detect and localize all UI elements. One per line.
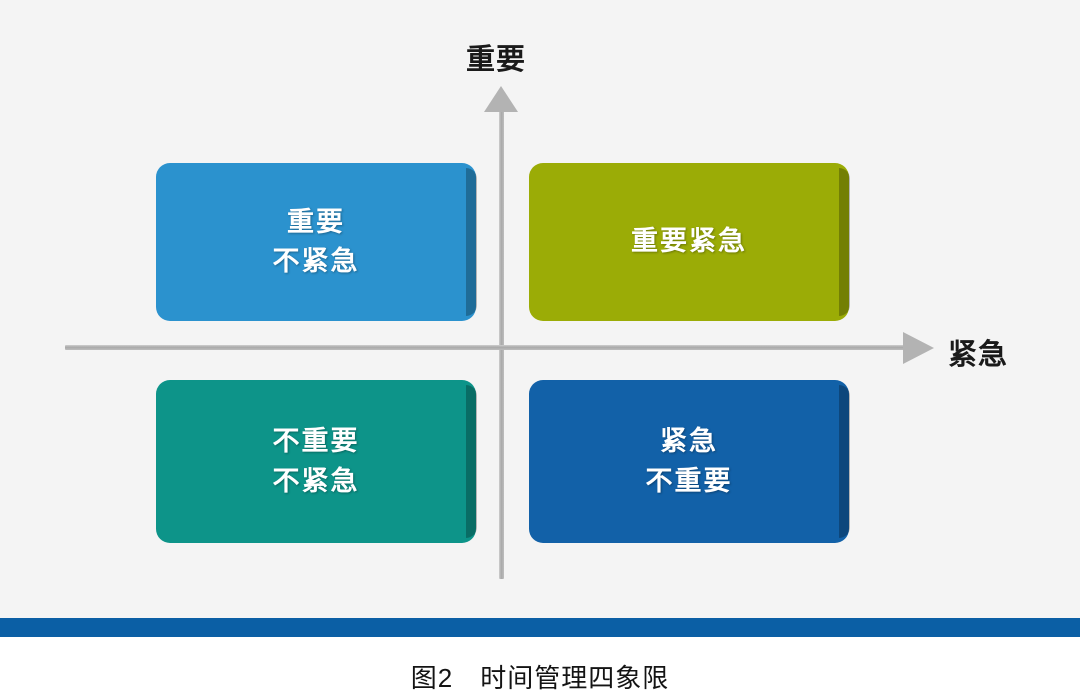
quadrant-label-line-2: 不紧急: [272, 246, 360, 276]
quadrant-label-line-1: 重要紧急: [631, 226, 747, 257]
vertical-axis-line: [499, 106, 504, 579]
vertical-axis-arrow-icon: [484, 86, 518, 112]
accent-band: [0, 618, 1080, 637]
quadrant-not-important-not-urgent[interactable]: 不重要 不紧急: [156, 380, 477, 543]
quadrant-label-line-1: 紧急: [660, 426, 718, 457]
quadrant-label-line-2: 不重要: [645, 465, 733, 496]
figure-caption: 图2 时间管理四象限: [410, 663, 670, 693]
quadrant-label-line-1: 不重要: [272, 426, 360, 457]
horizontal-axis-label: 紧急: [948, 339, 1009, 371]
vertical-axis-label: 重要: [466, 44, 527, 76]
quadrant-urgent-not-important[interactable]: 紧急 不重要: [529, 380, 850, 543]
quadrant-label-line-1: 重要: [287, 206, 345, 237]
quadrant-important-urgent[interactable]: 重要紧急: [529, 163, 850, 321]
horizontal-axis-line: [65, 345, 908, 350]
horizontal-axis-arrow-icon: [903, 332, 934, 364]
quadrant-important-not-urgent[interactable]: 重要 不紧急: [156, 163, 477, 321]
quadrant-label-line-2: 不紧急: [272, 465, 360, 496]
